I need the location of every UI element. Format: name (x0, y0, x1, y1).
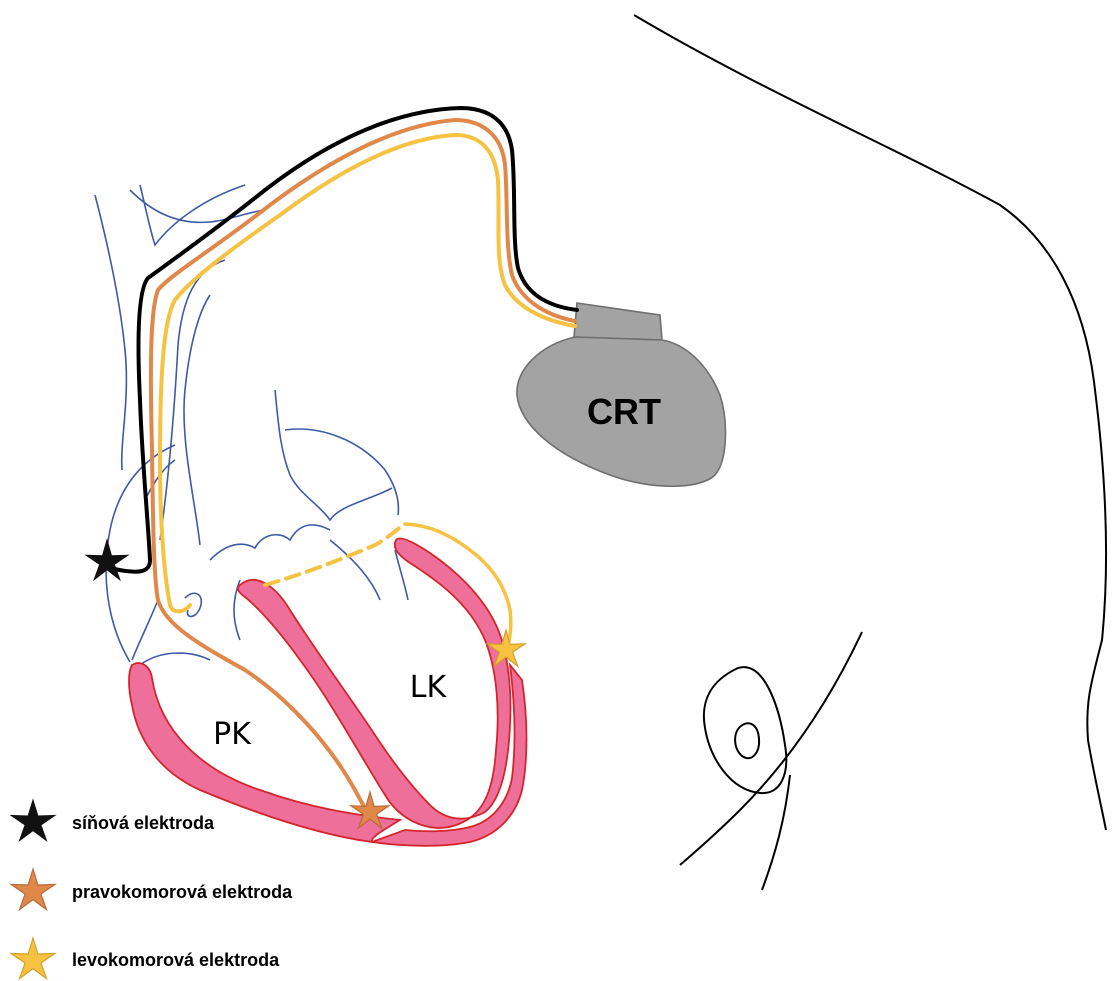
rv-label: PK (213, 717, 252, 752)
aortic-valve-1 (210, 525, 330, 560)
legend-label-atrial: síňová elektroda (72, 813, 215, 833)
tricuspid-leaflet-1 (140, 653, 210, 665)
tricuspid-leaflet-2 (185, 593, 201, 616)
ra-lower-wall (132, 600, 158, 660)
legend-label-rv: pravokomorová elektroda (72, 882, 293, 902)
legend-item-lv: levokomorová elektroda (11, 938, 280, 979)
legend-item-rv: pravokomorová elektroda (11, 869, 293, 910)
nipple-inner (735, 723, 759, 758)
legend: síňová elektroda pravokomorová elektroda… (11, 800, 293, 979)
legend-label-lv: levokomorová elektroda (72, 950, 280, 970)
orange-star-icon (11, 869, 55, 910)
lv-lead-coronary-sinus (265, 524, 405, 585)
crt-device: CRT (517, 303, 726, 486)
chest-contour (680, 632, 862, 865)
pulmonary-artery-top (285, 429, 398, 515)
lv-label: LK (410, 670, 448, 705)
legend-item-atrial: síňová elektroda (11, 800, 215, 841)
pulmonary-trunk (275, 390, 392, 520)
crt-label: CRT (587, 391, 661, 432)
black-star-icon (11, 800, 55, 841)
myocardium (129, 538, 527, 845)
crt-header (574, 303, 662, 340)
aorta-inner (184, 295, 210, 545)
svc-left-wall (95, 195, 126, 470)
atrial-electrode-star-icon (86, 540, 128, 580)
yellow-star-icon (11, 938, 55, 979)
mitral-leaflet (330, 540, 380, 600)
